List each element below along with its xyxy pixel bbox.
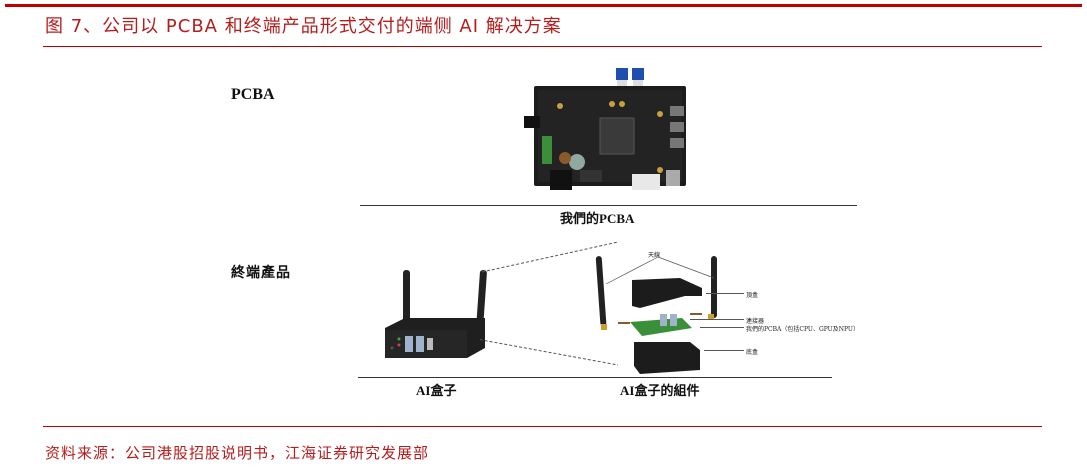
ai-box-image — [385, 270, 487, 358]
title-underline — [43, 46, 1042, 47]
bottom-rule — [43, 426, 1042, 427]
pcba-board-image — [524, 68, 686, 190]
leader-top-case — [706, 293, 744, 294]
label-pcba-component: 我們的PCBA（包括CPU、GPU及NPU） — [746, 326, 859, 333]
section-label-pcba: PCBA — [231, 86, 275, 103]
label-top-case: 頂盒 — [746, 292, 759, 299]
pcba-divider — [360, 205, 857, 206]
ai-box-components-caption: AI盒子的組件 — [620, 383, 700, 398]
figure-title: 图 7、公司以 PCBA 和终端产品形式交付的端侧 AI 解决方案 — [45, 16, 562, 37]
antenna-leaders — [605, 256, 715, 285]
pcba-caption: 我們的PCBA — [560, 211, 635, 226]
source-note: 资料来源：公司港股招股说明书，江海证券研究发展部 — [45, 444, 430, 462]
terminal-divider — [358, 377, 832, 378]
ai-box-caption: AI盒子 — [416, 383, 457, 398]
section-label-terminal-product: 終端產品 — [231, 265, 291, 281]
label-connector: 連接器 — [746, 318, 765, 325]
projection-lines — [480, 241, 619, 366]
leader-pcba — [700, 327, 744, 328]
label-antenna: 天線 — [648, 252, 661, 259]
leader-connector — [690, 319, 744, 320]
leader-bottom-case — [704, 350, 744, 351]
ai-box-components-image — [595, 256, 717, 374]
top-rule — [5, 4, 1082, 7]
label-bottom-case: 底盒 — [746, 349, 759, 356]
